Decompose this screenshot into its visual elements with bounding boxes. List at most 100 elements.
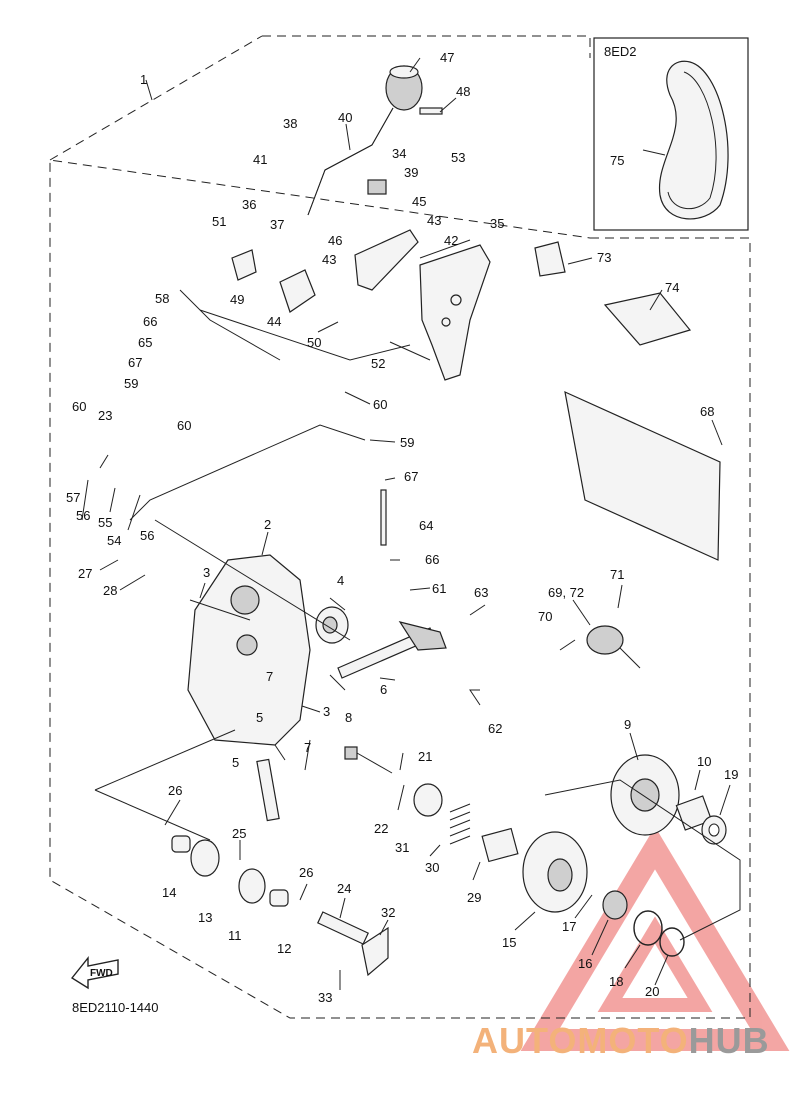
callout-56: 56	[76, 508, 90, 523]
bolt-21	[344, 746, 393, 774]
callout-73: 73	[597, 250, 611, 265]
plate-44	[279, 269, 316, 313]
switch-assembly	[586, 625, 641, 669]
callout-12: 12	[277, 941, 291, 956]
callout-4: 4	[337, 573, 344, 588]
callout-45: 45	[412, 194, 426, 209]
callout-51: 51	[212, 214, 226, 229]
callout-44: 44	[267, 314, 281, 329]
washer-18	[633, 910, 663, 946]
shift-arm	[354, 229, 419, 291]
spring-30	[449, 803, 471, 845]
callout-labels: 1 2 3 3 4 5 5 6 7 7 8 9 10 11 12 13 14 1…	[66, 50, 738, 1005]
heat-shield	[564, 390, 721, 561]
callout-21: 21	[418, 749, 432, 764]
callout-68: 68	[700, 404, 714, 419]
collar	[367, 179, 387, 195]
label-sheet-74	[603, 292, 692, 346]
callout-47: 47	[440, 50, 454, 65]
callout-50: 50	[307, 335, 321, 350]
callout-34: 34	[392, 146, 406, 161]
callout-71: 71	[610, 567, 624, 582]
callout-70: 70	[538, 609, 552, 624]
callout-66: 66	[425, 552, 439, 567]
callout-24: 24	[337, 881, 351, 896]
callout-59: 59	[124, 376, 138, 391]
callout-58: 58	[155, 291, 169, 306]
callout-26: 26	[168, 783, 182, 798]
callout-7: 7	[266, 669, 273, 684]
callout-18: 18	[609, 974, 623, 989]
callout-61: 61	[432, 581, 446, 596]
bushing-12	[269, 889, 289, 907]
callout-3: 3	[203, 565, 210, 580]
callout-33: 33	[318, 990, 332, 1005]
shift-bracket	[419, 244, 491, 381]
assembly-boundary	[49, 35, 751, 1019]
lever-5	[256, 758, 280, 822]
callout-38: 38	[283, 116, 297, 131]
callout-67: 67	[128, 355, 142, 370]
callout-1: 1	[140, 72, 147, 87]
inset-code: 8ED2	[604, 44, 637, 59]
plate-32	[361, 926, 389, 977]
shift-lever	[307, 107, 394, 216]
callout-60: 60	[177, 418, 191, 433]
callout-22: 22	[374, 821, 388, 836]
callout-37: 37	[270, 217, 284, 232]
callout-59: 59	[400, 435, 414, 450]
callout-14: 14	[162, 885, 176, 900]
callout-28: 28	[103, 583, 117, 598]
fwd-label: FWD	[90, 968, 113, 979]
callout-75: 75	[610, 153, 624, 168]
inset-box	[593, 37, 749, 231]
callout-16: 16	[578, 956, 592, 971]
shift-rod	[380, 489, 387, 546]
callout-27: 27	[78, 566, 92, 581]
bearing-10	[675, 795, 713, 831]
sleeve-29	[481, 827, 519, 863]
callout-63: 63	[474, 585, 488, 600]
callout-10: 10	[697, 754, 711, 769]
callout-39: 39	[404, 165, 418, 180]
callout-25: 25	[232, 826, 246, 841]
label-sheet-73	[534, 241, 566, 277]
callout-31: 31	[395, 840, 409, 855]
callout-7: 7	[304, 740, 311, 755]
shift-knob	[385, 65, 423, 111]
callout-53: 53	[451, 150, 465, 165]
callout-67: 67	[404, 469, 418, 484]
knob-pin	[419, 107, 443, 115]
callout-3: 3	[323, 704, 330, 719]
callout-29: 29	[467, 890, 481, 905]
callout-46: 46	[328, 233, 342, 248]
gear-11	[238, 868, 266, 904]
oil-seal-19	[701, 815, 727, 845]
callout-20: 20	[645, 984, 659, 999]
callout-15: 15	[502, 935, 516, 950]
callout-36: 36	[242, 197, 256, 212]
callout-5: 5	[256, 710, 263, 725]
fwd-arrow-icon: FWD	[70, 956, 119, 990]
callout-62: 62	[488, 721, 502, 736]
callout-26: 26	[299, 865, 313, 880]
callout-35: 35	[490, 216, 504, 231]
callout-41: 41	[253, 152, 267, 167]
callout-48: 48	[456, 84, 470, 99]
callout-8: 8	[345, 710, 352, 725]
drive-belt	[658, 60, 729, 220]
callout-65: 65	[138, 335, 152, 350]
callout-30: 30	[425, 860, 439, 875]
dog-16	[602, 890, 628, 920]
gear-15	[522, 831, 588, 913]
callout-52: 52	[371, 356, 385, 371]
callout-64: 64	[419, 518, 433, 533]
shaft-24	[317, 911, 369, 945]
callout-9: 9	[624, 717, 631, 732]
callout-32: 32	[381, 905, 395, 920]
callout-23: 23	[98, 408, 112, 423]
callout-11: 11	[228, 928, 242, 943]
callout-40: 40	[338, 110, 352, 125]
callout-6: 6	[380, 682, 387, 697]
